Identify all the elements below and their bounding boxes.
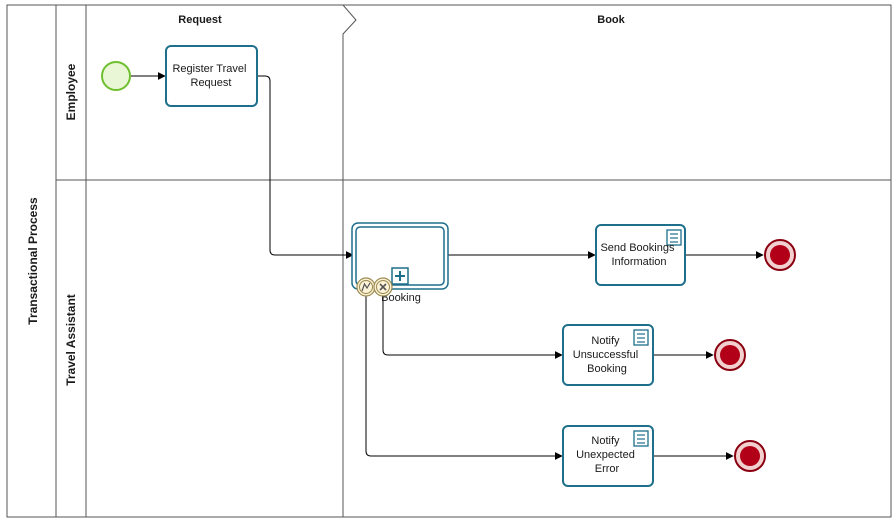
subprocess-booking[interactable]: Booking (351, 222, 449, 304)
subprocess-booking-label: Booking (381, 292, 421, 304)
end-event-sent[interactable] (764, 239, 796, 271)
collapsed-subprocess-marker-icon (391, 267, 409, 285)
flow-boundary-to-error (365, 296, 563, 460)
pool-title: Transactional Process (26, 197, 40, 325)
end-event-error[interactable] (734, 440, 766, 472)
lane-label-travel-assistant: Travel Assistant (64, 294, 78, 386)
lane-label-employee: Employee (64, 63, 78, 120)
start-event[interactable] (101, 61, 131, 91)
task-register-label: Register Travel Request (172, 63, 249, 89)
task-register-travel-request[interactable]: Register Travel Request (165, 45, 258, 107)
flow-boundary-to-unsuccessful (382, 296, 563, 359)
phase-request: Request (86, 4, 357, 517)
task-send-info-label: Send Bookings Information (600, 242, 677, 268)
task-send-bookings-information[interactable]: Send Bookings Information (595, 224, 686, 286)
task-notify-unexpected-error[interactable]: Notify Unexpected Error (562, 425, 654, 487)
task-notify-error-label: Notify Unexpected Error (576, 435, 638, 475)
script-task-icon (633, 430, 649, 447)
error-boundary-event-icon[interactable] (356, 277, 376, 297)
script-task-icon (633, 329, 649, 346)
pool: Transactional Process (6, 4, 892, 518)
end-event-unsuccessful[interactable] (714, 339, 746, 371)
cancel-boundary-event-icon[interactable] (373, 277, 393, 297)
lane-travel-assistant: Travel Assistant (64, 294, 78, 386)
phase-book: Book (597, 14, 625, 26)
task-notify-unsuccessful-label: Notify Unsuccessful Booking (573, 335, 641, 375)
script-task-icon (666, 229, 682, 246)
phase-label-request: Request (178, 14, 222, 26)
sequence-flows (131, 72, 764, 460)
flow-register-to-booking (257, 75, 354, 259)
phase-label-book: Book (597, 14, 625, 26)
task-notify-unsuccessful-booking[interactable]: Notify Unsuccessful Booking (562, 324, 654, 386)
lane-employee: Employee (64, 63, 78, 120)
